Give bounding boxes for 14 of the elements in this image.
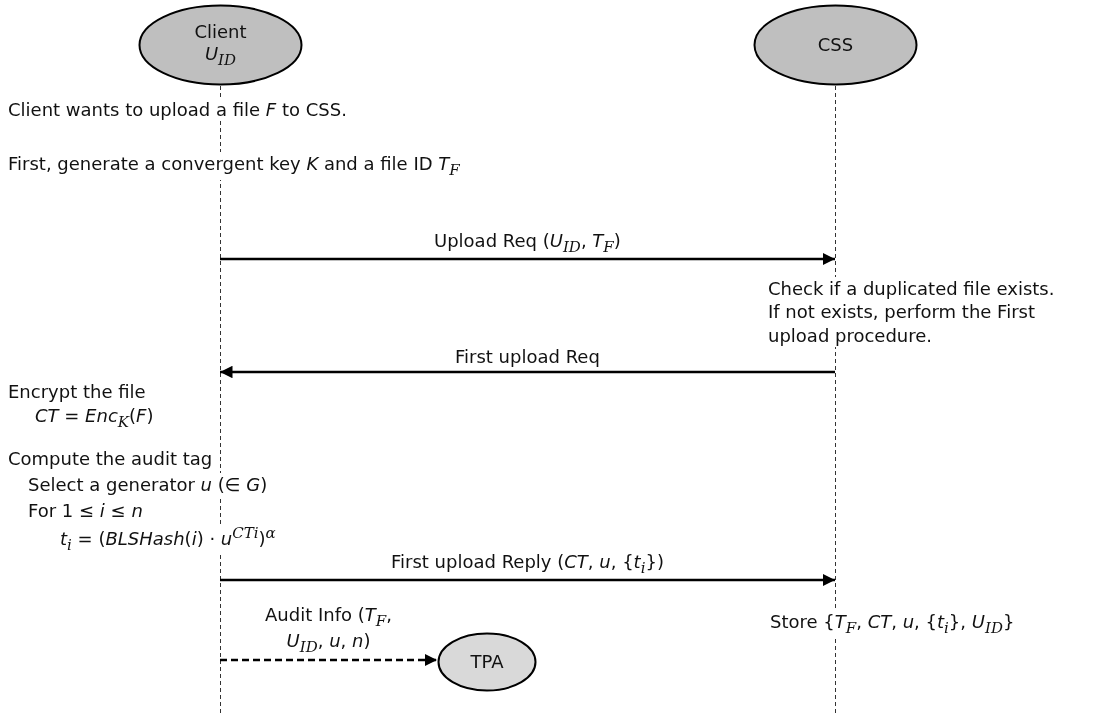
participant-ellipse bbox=[437, 632, 537, 692]
note-text: Store {T$_{F}$, CT, u, {t$_{i}$}, U$_{ID}$} bbox=[770, 610, 1015, 639]
participant-name: CSS bbox=[817, 34, 854, 56]
note-text: First, generate a convergent key K and a file ID T$_{F}$ bbox=[8, 152, 460, 181]
participant-name: TPA bbox=[470, 651, 504, 673]
note-text: Client wants to upload a file F to CSS. bbox=[8, 98, 347, 122]
message-arrow bbox=[220, 365, 835, 379]
message-arrow bbox=[220, 653, 437, 667]
message-arrow bbox=[220, 252, 835, 266]
note-text: Select a generator u (∈ G) bbox=[28, 473, 268, 497]
participant-name: U$_{ID}$ bbox=[204, 43, 237, 69]
message-arrow bbox=[220, 573, 835, 587]
message-label: First upload Req bbox=[455, 346, 600, 369]
participant-name: Client bbox=[194, 21, 247, 43]
